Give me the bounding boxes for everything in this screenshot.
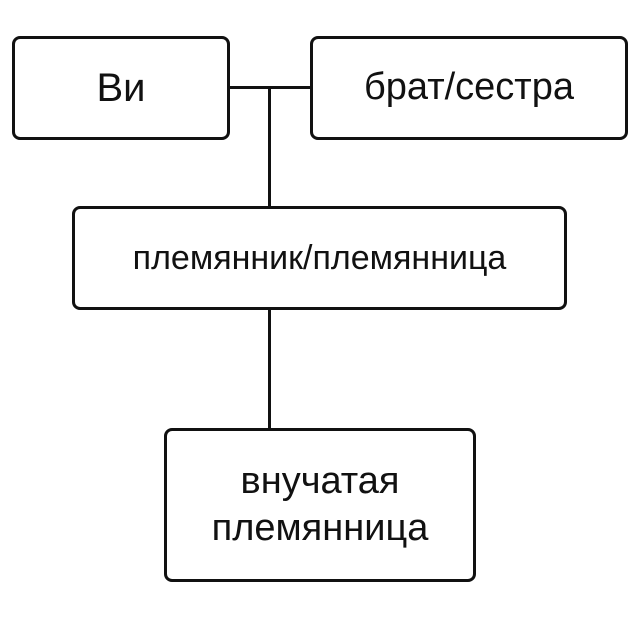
sibling-node-label: брат/сестра: [364, 66, 574, 109]
nibling-node-label: племянник/племянница: [132, 238, 507, 277]
sibling-node: брат/сестра: [310, 36, 628, 140]
grandniece-node: внучатая племянница: [164, 428, 476, 582]
self-node: Ви: [12, 36, 230, 140]
child-to-grandchild-connector-line: [268, 310, 271, 428]
nibling-node: племянник/племянница: [72, 206, 567, 310]
parent-to-child-connector-line: [268, 86, 271, 206]
grandniece-node-label: внучатая племянница: [211, 459, 429, 550]
self-node-label: Ви: [96, 66, 146, 110]
